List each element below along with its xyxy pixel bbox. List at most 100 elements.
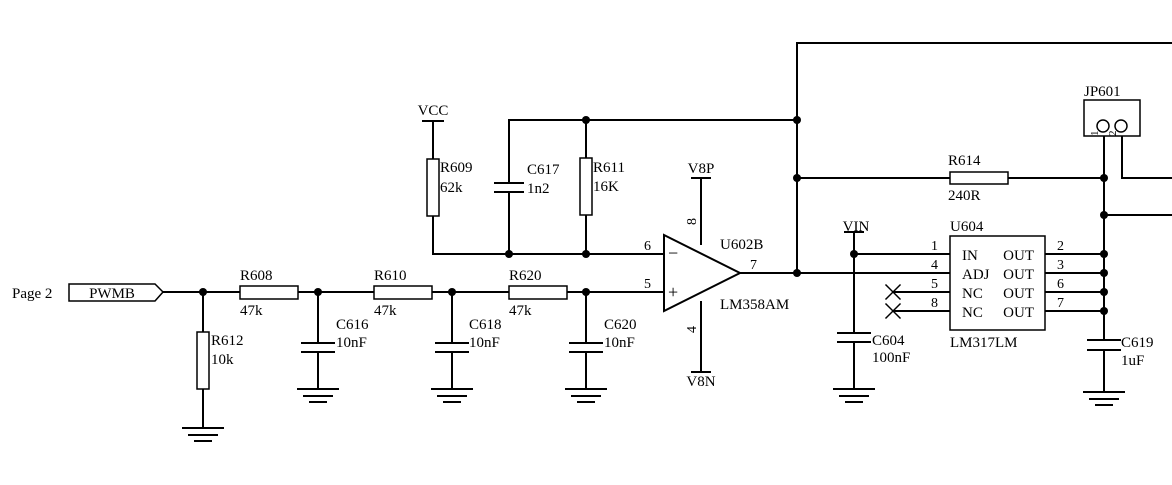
ground-symbol-c618 <box>431 388 473 403</box>
opamp-triangle <box>663 233 743 313</box>
c616-value: 10nF <box>336 335 367 351</box>
c604-ref: C604 <box>872 333 905 349</box>
r609-ref: R609 <box>440 160 473 176</box>
ground-symbol-c620 <box>565 388 607 403</box>
regulator-pin-name: NC <box>962 286 983 302</box>
ground-symbol-c619 <box>1083 391 1125 406</box>
opamp-pin-8: 8 <box>685 218 700 225</box>
regulator-pin-num: 6 <box>1057 277 1064 292</box>
regulator-pin-name: NC <box>962 305 983 321</box>
jumper-body <box>1083 99 1141 137</box>
r614-ref: R614 <box>948 153 981 169</box>
jumper-pin-1 <box>1096 119 1110 133</box>
resistor-r611: R611 16K <box>579 157 625 216</box>
regulator-pin-num: 3 <box>1057 258 1064 273</box>
c617-value: 1n2 <box>527 181 550 197</box>
offpage-arrow <box>68 283 165 302</box>
capacitor-c618: C618 10nF <box>435 317 502 353</box>
regulator-pin-num: 7 <box>1057 296 1064 311</box>
regulator-pin-num: 4 <box>931 258 938 273</box>
offpage-connector-pwmb: Page 2 PWMB <box>12 283 165 302</box>
c620-ref: C620 <box>604 317 637 333</box>
regulator-pin-name: IN <box>962 248 978 264</box>
junction-dots <box>199 116 1108 315</box>
r611-value: 16K <box>593 179 619 195</box>
jumper-pin-1-label: 1 <box>1089 131 1101 137</box>
opamp-pin-5: 5 <box>644 277 651 292</box>
opamp-minus-sign: − <box>668 243 678 263</box>
capacitor-c620: C620 10nF <box>569 317 637 353</box>
resistor-r612-body <box>196 331 210 390</box>
opamp-ref: U602B <box>720 237 763 253</box>
net-label-pwmb: PWMB <box>89 286 135 302</box>
c604-value: 100nF <box>872 350 910 366</box>
opamp-part: LM358AM <box>720 297 789 313</box>
capacitor-c604: C604 100nF <box>837 332 910 366</box>
r610-value: 47k <box>374 303 397 319</box>
resistor-r608: R608 47k <box>239 268 299 319</box>
resistor-r610-body <box>373 285 433 300</box>
r620-ref: R620 <box>509 268 542 284</box>
opamp-pin-7: 7 <box>750 258 757 273</box>
no-connect-marker <box>884 283 902 301</box>
resistor-r612: R612 10k <box>196 331 244 390</box>
vin-label: VIN <box>843 219 870 235</box>
opamp-pin-6: 6 <box>644 239 651 254</box>
power-flag-vcc: VCC <box>418 103 449 122</box>
page-ref-label: Page 2 <box>12 286 52 302</box>
capacitor-c616-plates <box>301 342 335 353</box>
regulator-part: LM317LM <box>950 335 1018 351</box>
regulator-pin-name: OUT <box>1003 305 1034 321</box>
regulator-pin-num: 5 <box>931 277 938 292</box>
regulator-pin-name: OUT <box>1003 248 1034 264</box>
v8n-label: V8N <box>686 374 715 390</box>
resistor-r620: R620 47k <box>508 268 568 319</box>
opamp-pin-4: 4 <box>685 326 700 333</box>
capacitor-c619-plates <box>1087 339 1121 351</box>
regulator-pin-num: 8 <box>931 296 938 311</box>
jumper-pin-2 <box>1114 119 1128 133</box>
vcc-label: VCC <box>418 103 449 119</box>
r612-value: 10k <box>211 352 234 368</box>
no-connect-marker <box>884 302 902 320</box>
r608-ref: R608 <box>240 268 273 284</box>
r614-value: 240R <box>948 188 981 204</box>
resistor-r614-body <box>949 171 1009 185</box>
ground-symbol-r612 <box>182 427 224 442</box>
regulator-pin-name: OUT <box>1003 267 1034 283</box>
c618-value: 10nF <box>469 335 500 351</box>
c618-ref: C618 <box>469 317 502 333</box>
regulator-body <box>949 235 1046 331</box>
regulator-u604: U604 LM317LM 1 4 5 8 IN ADJ NC NC OUT OU… <box>884 219 1064 351</box>
r609-value: 62k <box>440 180 463 196</box>
resistor-r614: R614 240R <box>948 153 1009 204</box>
capacitor-c620-plates <box>569 342 603 353</box>
capacitor-c616: C616 10nF <box>301 317 369 353</box>
regulator-pin-name: ADJ <box>962 267 990 283</box>
r612-ref: R612 <box>211 333 244 349</box>
resistor-r610: R610 47k <box>373 268 433 319</box>
wires <box>162 42 1172 429</box>
resistor-r611-body <box>579 157 593 216</box>
capacitor-c617: C617 1n2 <box>494 162 560 197</box>
resistor-r608-body <box>239 285 299 300</box>
opamp-u602b: − + 6 5 7 8 4 U602B LM358AM <box>644 218 789 333</box>
c616-ref: C616 <box>336 317 369 333</box>
regulator-ref: U604 <box>950 219 984 235</box>
power-flag-v8p: V8P <box>688 161 714 179</box>
resistor-r609: R609 62k <box>426 158 473 217</box>
capacitor-c617-plates <box>494 182 524 193</box>
resistor-r620-body <box>508 285 568 300</box>
c620-value: 10nF <box>604 335 635 351</box>
jumper-ref: JP601 <box>1084 84 1121 100</box>
resistor-r609-body <box>426 158 440 217</box>
power-flag-v8n: V8N <box>686 371 716 390</box>
r608-value: 47k <box>240 303 263 319</box>
r610-ref: R610 <box>374 268 407 284</box>
capacitor-c619: C619 1uF <box>1087 335 1154 369</box>
power-flag-vin: VIN <box>843 219 870 235</box>
capacitor-c618-plates <box>435 342 469 353</box>
r620-value: 47k <box>509 303 532 319</box>
regulator-pin-num: 2 <box>1057 239 1064 254</box>
